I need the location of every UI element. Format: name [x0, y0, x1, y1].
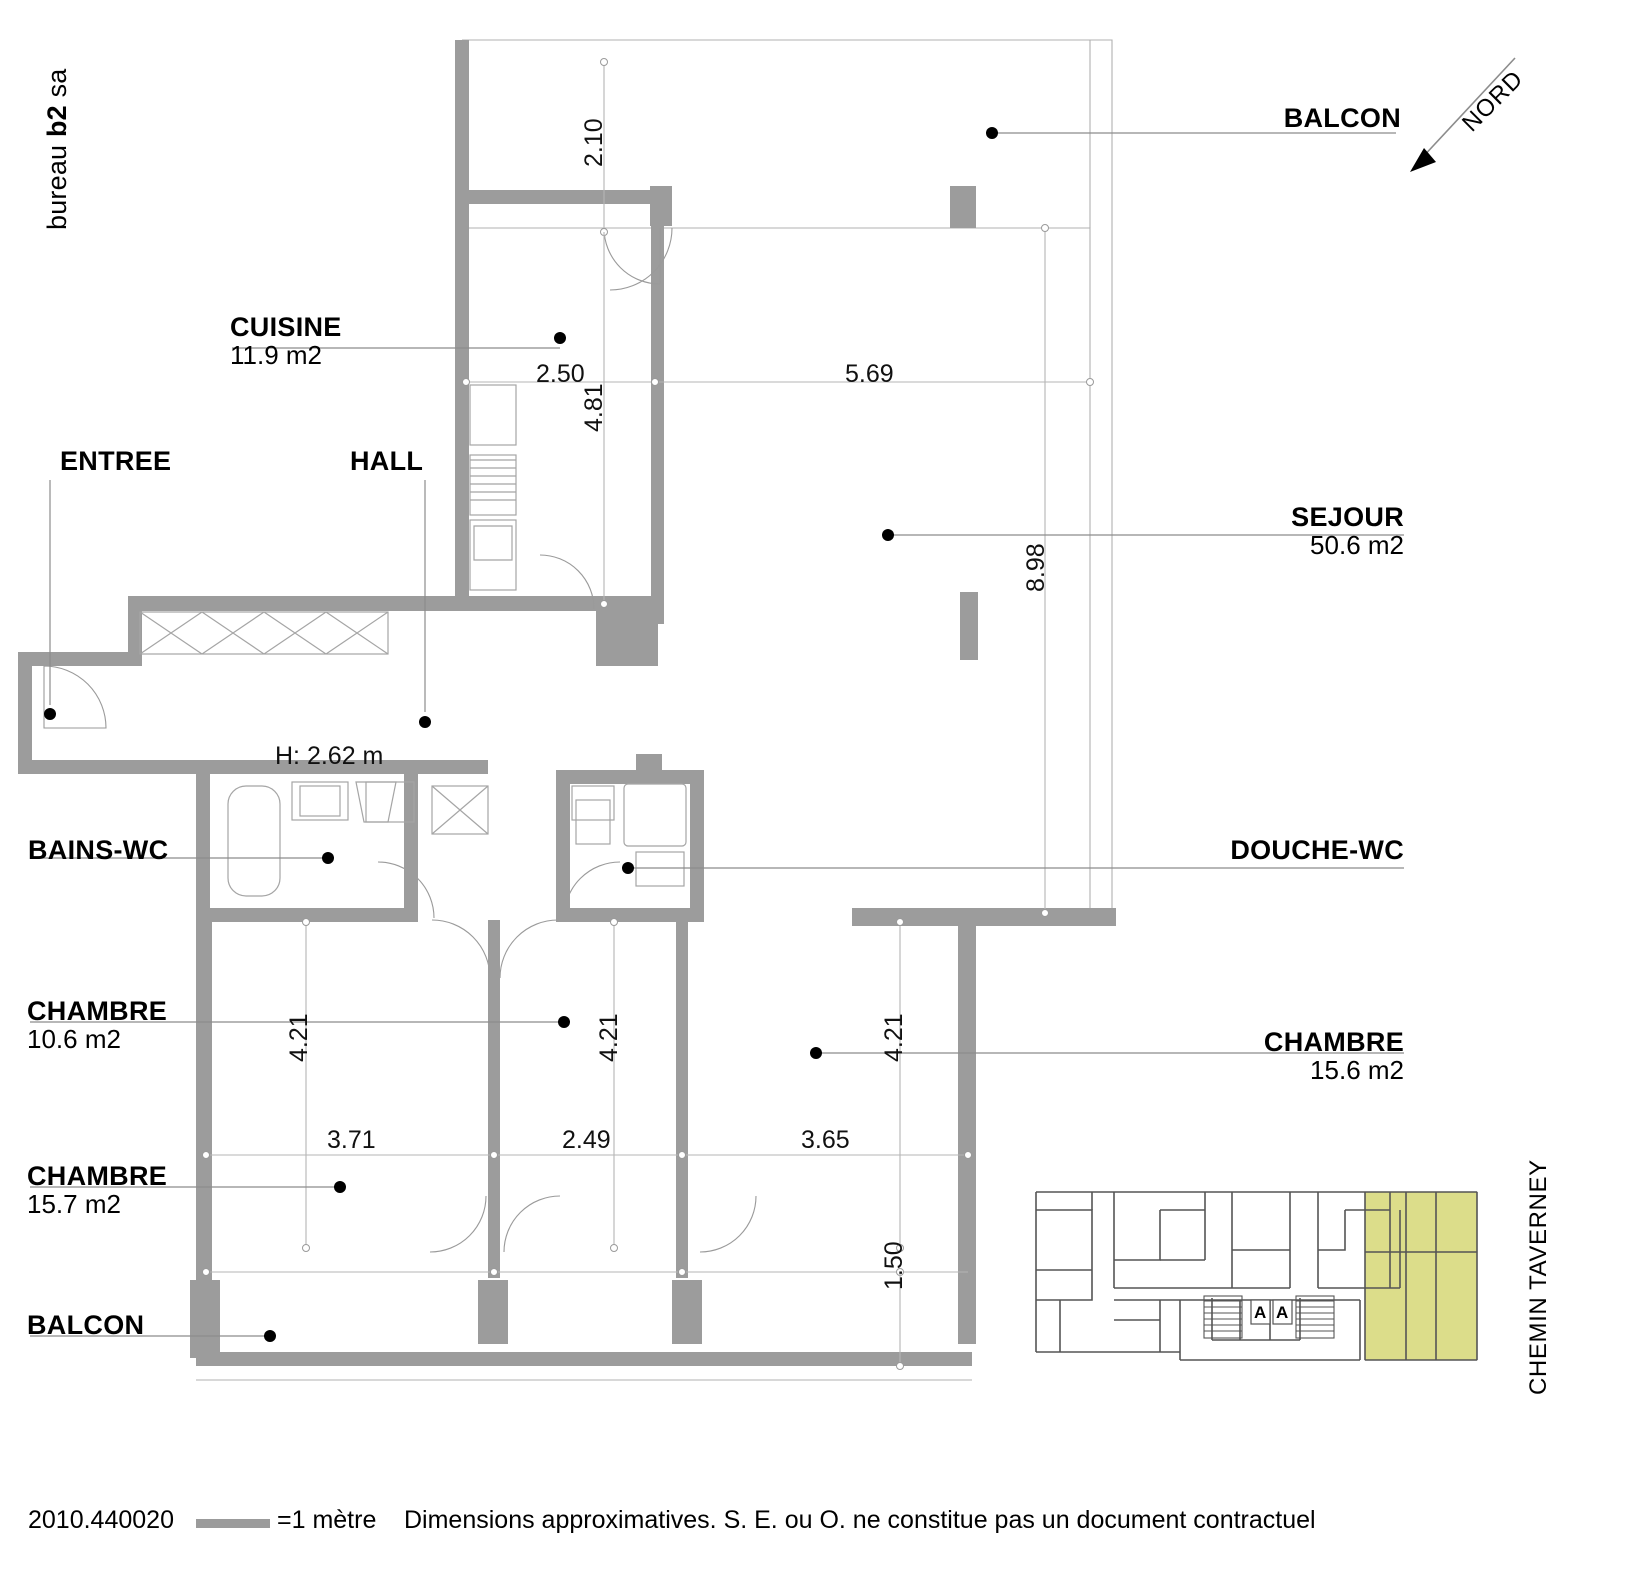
dimension-3-65: 3.65 [801, 1126, 850, 1154]
room-label-sejour: SEJOUR 50.6 m2 [1291, 502, 1404, 561]
kitchen-fixtures [469, 384, 517, 591]
dimension-3-71: 3.71 [327, 1126, 376, 1154]
scale-label: =1 mètre [277, 1506, 377, 1534]
dimension-lines-south [202, 918, 972, 1370]
room-label-chambre-10: CHAMBRE 10.6 m2 [27, 996, 168, 1055]
scale-bar-icon [196, 1519, 270, 1528]
dimension-4-21-c: 4.21 [880, 1013, 908, 1062]
dimension-2-50: 2.50 [536, 360, 585, 388]
disclaimer-text: Dimensions approximatives. S. E. ou O. n… [404, 1506, 1316, 1534]
dimension-5-69: 5.69 [845, 360, 894, 388]
keyplan-stair-marker-right: A [1276, 1303, 1289, 1322]
room-label-entree: ENTREE [60, 446, 172, 476]
key-plan [1035, 1191, 1478, 1361]
door-swings [43, 227, 757, 1253]
dimension-2-10: 2.10 [580, 118, 608, 167]
footer: 2010.440020 =1 mètre Dimensions approxim… [0, 1498, 1630, 1558]
room-label-chambre-156: CHAMBRE 15.6 m2 [1263, 1027, 1404, 1086]
street-label: CHEMIN TAVERNEY [1525, 1159, 1552, 1395]
bath-fixtures [227, 781, 687, 897]
room-label-douche-wc: DOUCHE-WC [1230, 835, 1404, 865]
dimension-8-98: 8.98 [1022, 543, 1050, 592]
upper-walls [18, 40, 978, 774]
entree-closet [139, 611, 389, 655]
dimension-2-49: 2.49 [562, 1126, 611, 1154]
room-label-hall: HALL [350, 446, 424, 476]
room-label-balcon-sud: BALCON [27, 1310, 145, 1340]
dimension-1-50: 1.50 [880, 1241, 908, 1290]
bathroom-walls [196, 754, 704, 922]
ceiling-height-note: H: 2.62 m [275, 742, 384, 770]
room-label-bains-wc: BAINS-WC [28, 835, 169, 865]
dimension-4-81: 4.81 [580, 383, 608, 432]
room-label-balcon-nord: BALCON [1283, 103, 1401, 133]
dimension-lines-north [462, 58, 1094, 917]
drawing-reference: 2010.440020 [28, 1506, 174, 1534]
room-label-cuisine: CUISINE 11.9 m2 [230, 312, 342, 371]
north-arrow-icon [1410, 57, 1516, 172]
keyplan-stair-marker-left: A [1254, 1303, 1267, 1322]
dimension-4-21-a: 4.21 [285, 1013, 313, 1062]
dimension-4-21-b: 4.21 [595, 1013, 623, 1062]
room-label-chambre-157: CHAMBRE 15.7 m2 [27, 1161, 168, 1220]
leader-lines [30, 127, 1404, 1342]
north-balcony-outline [462, 39, 1113, 913]
